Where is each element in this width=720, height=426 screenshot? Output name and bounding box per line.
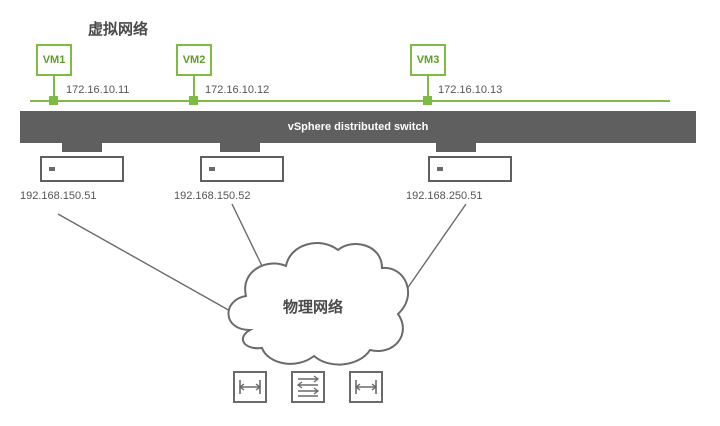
virtual-network-line <box>30 100 670 102</box>
uplink-tab-3 <box>436 143 476 152</box>
vm3-ip: 172.16.10.13 <box>438 84 503 96</box>
host-server-1[interactable] <box>40 156 124 182</box>
virtual-network-title: 虚拟网络 <box>88 21 149 38</box>
router-icon <box>291 371 325 403</box>
vm3-box[interactable]: VM3 <box>410 44 446 76</box>
vm3-label: VM3 <box>416 54 440 66</box>
vm3-port <box>423 96 432 105</box>
server-led <box>49 167 55 171</box>
vm1-stem <box>53 76 55 96</box>
distributed-switch-label: vSphere distributed switch <box>287 121 429 133</box>
vm2-port <box>189 96 198 105</box>
vm1-ip: 172.16.10.11 <box>66 84 130 96</box>
host3-cloud-link <box>401 203 467 297</box>
vm2-label: VM2 <box>182 54 206 66</box>
vm1-box[interactable]: VM1 <box>36 44 72 76</box>
switch-icon <box>233 371 267 403</box>
uplink-tab-1 <box>62 143 102 152</box>
uplink-tab-2 <box>220 143 260 152</box>
host2-cloud-link <box>231 203 264 269</box>
distributed-switch-bar[interactable]: vSphere distributed switch <box>20 111 696 143</box>
vm3-stem <box>427 76 429 96</box>
vm1-port <box>49 96 58 105</box>
vm1-label: VM1 <box>42 54 66 66</box>
host-server-3[interactable] <box>428 156 512 182</box>
switch-icon <box>349 371 383 403</box>
server-led <box>437 167 443 171</box>
vm2-box[interactable]: VM2 <box>176 44 212 76</box>
server-led <box>209 167 215 171</box>
host1-ip: 192.168.150.51 <box>20 190 97 202</box>
host1-cloud-link <box>57 213 233 313</box>
vm2-stem <box>193 76 195 96</box>
vm2-ip: 172.16.10.12 <box>205 84 270 96</box>
physical-network-cloud <box>227 242 409 366</box>
physical-network-label: 物理网络 <box>283 299 344 316</box>
host3-ip: 192.168.250.51 <box>406 190 483 202</box>
host2-ip: 192.168.150.52 <box>174 190 251 202</box>
host-server-2[interactable] <box>200 156 284 182</box>
